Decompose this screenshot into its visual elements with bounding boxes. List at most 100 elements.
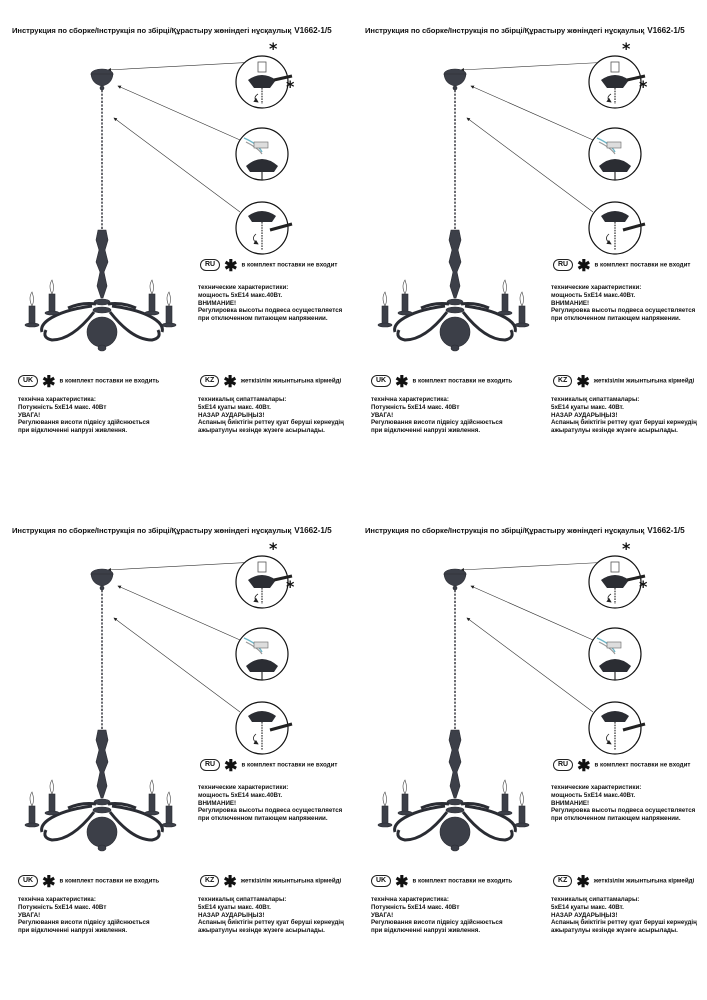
spec-block-ru: технические характеристики: мощность 5xE… [198, 784, 342, 823]
assembly-figure: * * [24, 40, 295, 352]
candle-right-inner [497, 779, 513, 816]
warning-uk: УВАГА! [371, 411, 394, 419]
language-badge-ru: RU [200, 258, 221, 271]
candle-left-inner [397, 779, 413, 816]
asterisk-icon: * [269, 40, 278, 58]
spec-block-uk: технічна характеристика: Потужність 5xE1… [371, 896, 503, 935]
instruction-panel-top-right: Инструкция по сборке/Інструкція по збірц… [365, 22, 705, 492]
callout-arrows [460, 61, 611, 213]
not-included-uk: в комплект поставки не входить [59, 377, 160, 385]
note-line1-kz: Аспаның биіктігін реттеу қуат беруші кер… [551, 919, 697, 927]
spec-block-ru: технические характеристики: мощность 5xE… [198, 284, 342, 323]
chandelier-icon [24, 68, 177, 352]
note-line1-uk: Регулювання висоти підвісу здійснюється [18, 919, 150, 927]
spec-power-uk: Потужність 5xE14 макс. 40Вт [371, 903, 460, 911]
language-badge-ru: RU [200, 758, 221, 771]
warning-uk: УВАГА! [371, 911, 394, 919]
arrow-low [466, 117, 594, 213]
chandelier-icon [24, 568, 177, 852]
note-line1-ru: Регулировка высоты подвеса осуществляетс… [551, 307, 696, 315]
language-badge-uk: UK [18, 874, 39, 887]
title-text: Инструкция по сборке/Інструкція по збірц… [365, 526, 645, 535]
callout-arrows [460, 561, 611, 713]
spec-heading-kz: техникалық сипаттамалары: [551, 396, 640, 403]
candle-right-inner [497, 279, 513, 316]
spec-block-ru: технические характеристики: мощность 5xE… [551, 784, 695, 823]
wiring-detail-icon [588, 627, 642, 681]
asterisk-icon: * [622, 40, 631, 58]
candle-left-inner [397, 279, 413, 316]
note-line2-ru: при отключенном питающем напряжении. [551, 315, 681, 323]
spec-heading-uk: технічна характеристика: [18, 396, 96, 403]
language-badge-uk: UK [371, 874, 392, 887]
note-line2-uk: при відключенні напрузі живлення. [18, 927, 128, 935]
asterisk-icon: ✱ [395, 873, 409, 891]
asterisk-icon: ✱ [224, 257, 238, 275]
asterisk-icon: ✱ [576, 373, 590, 391]
candle-right-outer [514, 791, 530, 828]
candle-left-outer [377, 791, 393, 828]
asterisk-icon: ✱ [223, 873, 237, 891]
instruction-panel-top-left: Инструкция по сборке/Інструкція по збірц… [12, 22, 352, 492]
model-number: V1662-1/5 [647, 26, 685, 35]
ceiling-mount-detail-icon: * * [235, 540, 295, 609]
wiring-detail-icon [235, 127, 289, 181]
asterisk-icon: ✱ [224, 757, 238, 775]
spec-heading-ru: технические характеристики: [198, 284, 289, 291]
legend-kz: KZ✱жеткізілім жиынтығына кірмейді [200, 372, 341, 390]
legend-ru: RU✱в комплект поставки не входит [553, 756, 690, 774]
title-text: Инструкция по сборке/Інструкція по збірц… [12, 26, 292, 35]
spec-power-uk: Потужність 5xE14 макс. 40Вт [18, 403, 107, 411]
model-number: V1662-1/5 [647, 526, 685, 535]
spec-heading-ru: технические характеристики: [551, 784, 642, 791]
ceiling-mount-detail-icon: * * [588, 540, 648, 609]
legend-ru: RU✱в комплект поставки не входит [200, 756, 337, 774]
asterisk-icon: ✱ [42, 873, 56, 891]
legend-uk: UK✱в комплект поставки не входить [18, 872, 159, 890]
wiring-detail-icon [588, 127, 642, 181]
model-number: V1662-1/5 [294, 26, 332, 35]
spec-power-kz: 5xE14 қуаты макс. 40Вт. [198, 903, 271, 911]
canopy-detail-icon [588, 701, 646, 755]
canopy-detail-icon [588, 201, 646, 255]
canopy-detail-icon [235, 701, 293, 755]
spec-power-kz: 5xE14 қуаты макс. 40Вт. [551, 903, 624, 911]
legend-ru: RU✱в комплект поставки не входит [200, 256, 337, 274]
language-badge-kz: KZ [200, 874, 220, 887]
not-included-ru: в комплект поставки не входит [241, 761, 338, 769]
warning-kz: НАЗАР АУДАРЫҢЫЗ! [198, 911, 265, 919]
language-badge-kz: KZ [553, 374, 573, 387]
spec-block-kz: техникалық сипаттамалары: 5xE14 қуаты ма… [551, 896, 697, 935]
not-included-kz: жеткізілім жиынтығына кірмейді [240, 377, 342, 385]
note-line2-kz: ажыратулуы кезінде жүзеге асырылады. [551, 427, 678, 435]
spec-heading-uk: технічна характеристика: [371, 396, 449, 403]
legend-kz: KZ✱жеткізілім жиынтығына кірмейді [200, 872, 341, 890]
warning-kz: НАЗАР АУДАРЫҢЫЗ! [551, 411, 618, 419]
not-included-ru: в комплект поставки не входит [594, 761, 691, 769]
warning-uk: УВАГА! [18, 411, 41, 419]
asterisk-icon: ✱ [577, 257, 591, 275]
candle-left-outer [24, 791, 40, 828]
spec-block-uk: технічна характеристика: Потужність 5xE1… [18, 396, 150, 435]
spec-power-ru: мощность 5xE14 макс.40Вт. [198, 291, 283, 299]
warning-ru: ВНИМАНИЕ! [198, 799, 237, 807]
asterisk-icon: ✱ [577, 757, 591, 775]
spec-power-uk: Потужність 5xE14 макс. 40Вт [18, 903, 107, 911]
spec-block-kz: техникалық сипаттамалары: 5xE14 қуаты ма… [551, 396, 697, 435]
note-line1-uk: Регулювання висоти підвісу здійснюється [371, 919, 503, 927]
not-included-ru: в комплект поставки не входит [241, 261, 338, 269]
arrow-mid [470, 585, 594, 641]
instruction-panel-bottom-left: Инструкция по сборке/Інструкція по збірц… [12, 522, 352, 992]
note-line2-ru: при отключенном питающем напряжении. [551, 815, 681, 823]
note-line2-kz: ажыратулуы кезінде жүзеге асырылады. [551, 927, 678, 935]
language-badge-ru: RU [553, 758, 574, 771]
note-line2-uk: при відключенні напрузі живлення. [371, 927, 481, 935]
candle-right-inner [144, 779, 160, 816]
note-line1-kz: Аспаның биіктігін реттеу қуат беруші кер… [198, 419, 344, 427]
spec-power-ru: мощность 5xE14 макс.40Вт. [551, 291, 636, 299]
asterisk-icon: * [622, 540, 631, 558]
spec-power-kz: 5xE14 қуаты макс. 40Вт. [551, 403, 624, 411]
warning-ru: ВНИМАНИЕ! [551, 799, 590, 807]
note-line2-uk: при відключенні напрузі живлення. [371, 427, 481, 435]
language-badge-uk: UK [371, 374, 392, 387]
